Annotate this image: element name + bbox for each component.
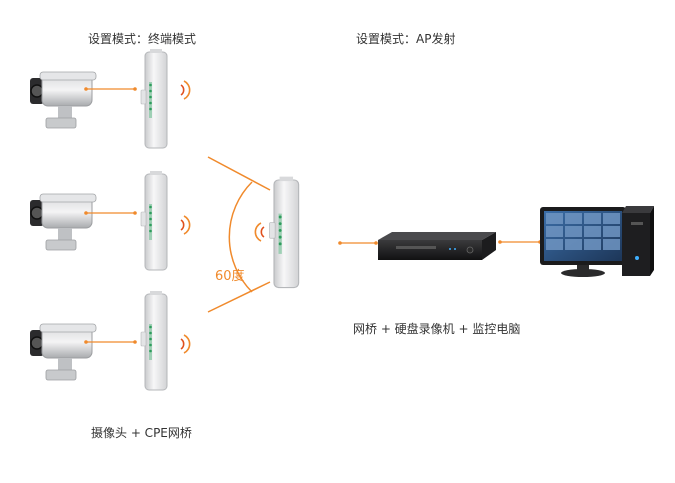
- camera-icon: [29, 323, 97, 381]
- link-endpoints: [84, 87, 137, 344]
- cpe-bridge-icon: [140, 170, 168, 271]
- receiver-group-label: 网桥 + 硬盘录像机 + 监控电脑: [353, 322, 521, 336]
- wifi-signal-icon: [254, 222, 265, 242]
- ap-mode-label: 设置模式：AP发射: [356, 32, 456, 46]
- camera-group-label: 摄像头 + CPE网桥: [91, 426, 192, 440]
- wifi-signal-icon: [180, 215, 191, 235]
- camera-icon: [29, 193, 97, 251]
- camera-icon: [29, 71, 97, 129]
- ap-coverage-sector: [207, 156, 271, 313]
- monitor-pc-icon: [540, 206, 654, 277]
- nvr-icon: [378, 232, 496, 260]
- terminal-mode-label: 设置模式：终端模式: [88, 32, 197, 46]
- cpe-bridge-icon: [140, 290, 168, 391]
- wifi-signal-icon: [180, 80, 191, 100]
- wifi-signal-icon: [180, 334, 191, 354]
- camera-cpe-link: [86, 88, 135, 343]
- cpe-bridge-icon: [140, 48, 168, 149]
- ap-bridge-icon: [268, 176, 300, 289]
